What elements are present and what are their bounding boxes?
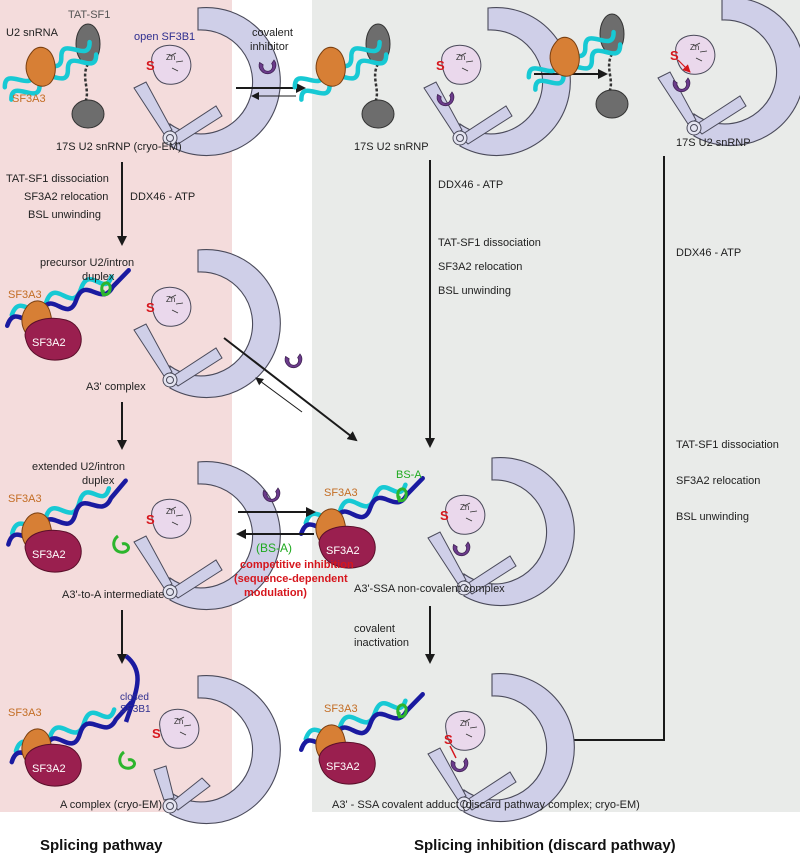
sf3a2-subunit	[24, 317, 82, 361]
zinc-label: Zn	[456, 53, 465, 62]
zinc-label: Zn	[174, 717, 183, 726]
precursor-caption-1: precursor U2/intron	[40, 257, 134, 269]
serine-label: S	[152, 726, 161, 741]
competitive-inhibition-3: modulation)	[244, 587, 307, 599]
mid-step-tat-sf1: TAT-SF1 dissociation	[438, 237, 541, 249]
caption-a3-complex: A3' complex	[86, 381, 146, 393]
right-ddx46: DDX46 - ATP	[676, 247, 741, 259]
sf3a3-subunit	[549, 36, 580, 77]
covalent-inhibitor-label-1: covalent	[252, 27, 293, 39]
serine-label: S	[436, 58, 445, 73]
caption-17s-covalent: 17S U2 snRNP	[676, 137, 751, 149]
arrow-diagonal-back	[255, 377, 303, 413]
left-ddx46: DDX46 - ATP	[130, 191, 195, 203]
sf3a2-subunit	[318, 525, 376, 569]
zinc-label: Zn	[166, 295, 175, 304]
mid-step-sf3a2: SF3A2 relocation	[438, 261, 522, 273]
zinc-label: Zn	[690, 43, 699, 52]
zinc-label: Zn	[166, 507, 175, 516]
sf3a3-subunit	[25, 46, 56, 87]
zinc-label: Zn	[460, 503, 469, 512]
open-sf3b1-label: open SF3B1	[134, 31, 195, 43]
sf3a3-label: SF3A3	[8, 707, 42, 719]
extended-caption-1: extended U2/intron	[32, 461, 125, 473]
serine-label: S	[440, 508, 449, 523]
sf3a2-label: SF3A2	[32, 549, 66, 561]
a3-ssa-noncovalent-complex: S Zn SF3A2	[296, 456, 575, 607]
tat-sf1-label: TAT-SF1	[68, 9, 110, 21]
footer-splicing-inhibition: Splicing inhibition (discard pathway)	[414, 837, 676, 854]
covalent-inactivation-1: covalent	[354, 623, 395, 635]
caption-17s-inhibitor: 17S U2 snRNP	[354, 141, 429, 153]
snrnp-17s-inhibitor-bound: S Zn	[292, 6, 571, 157]
competitive-inhibition-2: (sequence-dependent	[234, 573, 348, 585]
a3-ssa-covalent-adduct: S Zn SF3A2	[296, 672, 575, 823]
a3-complex: S Zn SF3A2	[2, 248, 281, 399]
tat-sf1-subunit	[595, 89, 629, 119]
sf3a3-label: SF3A3	[8, 493, 42, 505]
sf3a2-label: SF3A2	[326, 545, 360, 557]
inhibitor-icon	[262, 487, 281, 503]
sf3a2-subunit	[24, 529, 82, 573]
right-step-bsl: BSL unwinding	[676, 511, 749, 523]
tat-sf1-subunit	[71, 99, 105, 129]
serine-label: S	[146, 512, 155, 527]
zinc-label: Zn	[166, 53, 175, 62]
sf3a3-label: SF3A3	[324, 487, 358, 499]
snrnp-17s-covalent: S Zn	[526, 0, 800, 147]
left-step-bsl: BSL unwinding	[28, 209, 101, 221]
closed-sf3b1-label-1: closed	[120, 692, 149, 703]
arrow-right-down	[546, 156, 665, 745]
sf3a2-label: SF3A2	[32, 763, 66, 775]
serine-label: S	[670, 48, 679, 63]
covalent-inhibitor-label-2: inhibitor	[250, 41, 289, 53]
zinc-label: Zn	[460, 719, 469, 728]
right-step-tat-sf1: TAT-SF1 dissociation	[676, 439, 779, 451]
left-step-sf3a2: SF3A2 relocation	[24, 191, 108, 203]
sf3a2-label: SF3A2	[326, 761, 360, 773]
arrow-diagonal-forward	[223, 337, 358, 442]
serine-label: S	[146, 58, 155, 73]
sf3a3-label: SF3A3	[324, 703, 358, 715]
sf3a3-subunit	[315, 46, 346, 87]
sf3a2-subunit	[24, 743, 82, 787]
right-step-sf3a2: SF3A2 relocation	[676, 475, 760, 487]
precursor-caption-2: duplex	[82, 271, 115, 283]
u2-snrna-label: U2 snRNA	[6, 27, 59, 39]
sf3a3-label: SF3A3	[8, 289, 42, 301]
sf3a2-subunit	[318, 741, 376, 785]
competitive-inhibition-1: competitive inhibition	[240, 559, 354, 571]
caption-a3-to-a: A3'-to-A intermediate	[62, 589, 164, 601]
mid-ddx46: DDX46 - ATP	[438, 179, 503, 191]
caption-17s-cryo-em: 17S U2 snRNP (cryo-EM)	[56, 141, 182, 153]
serine-label: S	[444, 732, 453, 747]
tat-sf1-subunit	[361, 99, 395, 129]
closed-sf3b1-label-2: SF3B1	[120, 704, 151, 715]
footer-splicing-pathway: Splicing pathway	[40, 837, 163, 854]
left-step-tat-sf1: TAT-SF1 dissociation	[6, 173, 109, 185]
caption-a3-ssa-noncovalent: A3'-SSA non-covalent complex	[354, 583, 505, 595]
mid-step-bsl: BSL unwinding	[438, 285, 511, 297]
caption-a3-ssa-covalent: A3' - SSA covalent adduct (discard pathw…	[332, 799, 640, 811]
extended-caption-2: duplex	[82, 475, 115, 487]
bs-a-paren-label: (BS-A)	[256, 541, 292, 555]
inhibitor-icon	[284, 353, 303, 369]
a3-to-a-intermediate: S Zn SF3A2	[0, 460, 281, 611]
sf3a3-label: SF3A3	[12, 93, 46, 105]
a-complex: S Zn SF3A2	[5, 654, 281, 825]
serine-label: S	[146, 300, 155, 315]
snrnp-17s-open: S Zn	[2, 6, 281, 157]
sf3a2-label: SF3A2	[32, 337, 66, 349]
caption-a-complex: A complex (cryo-EM)	[60, 799, 162, 811]
covalent-inactivation-2: inactivation	[354, 637, 409, 649]
bs-a-label: BS-A	[396, 469, 422, 481]
